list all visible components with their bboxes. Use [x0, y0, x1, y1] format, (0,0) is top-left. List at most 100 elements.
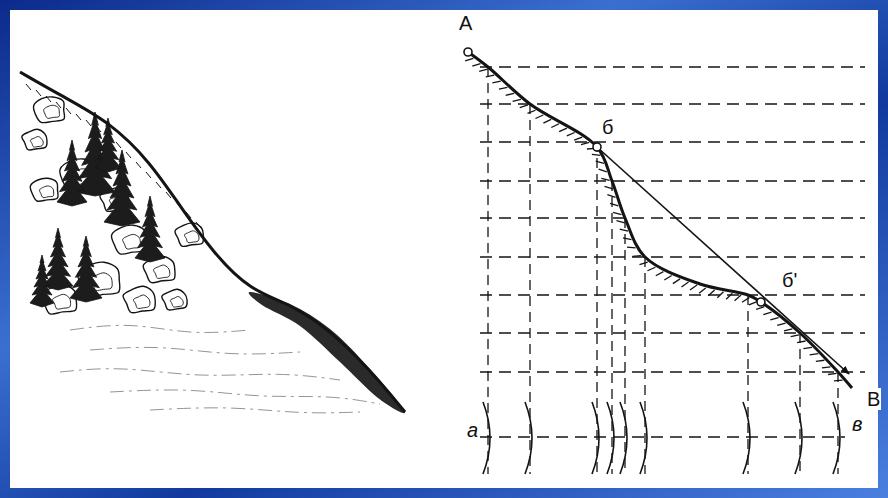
slope-grass: [176, 202, 181, 208]
ground-hatch: [601, 178, 609, 180]
ground-hatch: [803, 347, 811, 348]
ground-hatch: [756, 307, 764, 310]
ground-hatch: [543, 119, 551, 123]
bush-texture: [154, 265, 170, 278]
ground-hatch: [486, 75, 494, 77]
bush: [33, 97, 64, 123]
point-label: А: [458, 12, 473, 34]
slope-grass: [76, 114, 81, 120]
hatch-arc: [795, 402, 802, 474]
survey-point: [757, 298, 765, 306]
ground-hatch: [699, 288, 706, 293]
level-line: [480, 141, 865, 142]
bush-texture: [44, 105, 60, 118]
ground-hatch: [647, 267, 655, 270]
ground-hatch: [616, 221, 624, 223]
ground-hatch: [581, 142, 589, 144]
bush-texture: [40, 186, 54, 198]
hatch-arc: [607, 402, 614, 474]
level-line: [480, 103, 865, 104]
bush: [22, 129, 47, 150]
ground-hatch: [110, 390, 380, 404]
bush-texture: [30, 137, 43, 147]
ground-hatch: [492, 81, 500, 83]
ground-hatch: [150, 408, 360, 413]
bush-texture: [133, 295, 149, 308]
ground-hatch: [797, 341, 805, 343]
bush-texture: [170, 297, 183, 308]
level-line: [480, 217, 865, 218]
profile-diagram: [464, 48, 865, 474]
ground-hatch: [528, 110, 536, 113]
survey-point: [464, 48, 472, 56]
ground-hatch: [681, 282, 688, 287]
point-label: б': [781, 269, 798, 291]
hatch-arc: [525, 402, 532, 474]
terrain-profile: [468, 52, 852, 388]
slope-drawing: [20, 72, 405, 413]
slope-outline: [20, 72, 405, 412]
level-line: [480, 66, 865, 67]
slope-grass: [36, 90, 41, 96]
ground-hatch: [479, 69, 487, 71]
projection-line: [624, 218, 625, 474]
ground-hatch: [664, 275, 671, 279]
level-line: [480, 332, 865, 333]
hatch-arc: [483, 402, 490, 474]
slope-grass: [156, 182, 161, 188]
slope-grass: [186, 212, 191, 218]
slope-grass: [106, 132, 111, 138]
slope-grass: [126, 152, 131, 158]
ground-hatch: [567, 132, 575, 135]
spruce-tree: [95, 118, 121, 172]
ground-hatch: [599, 169, 607, 172]
bush: [30, 178, 58, 201]
ground-hatch: [535, 115, 543, 119]
point-label: в: [851, 413, 863, 435]
ground-hatch: [708, 290, 714, 296]
slope-grass: [136, 162, 141, 168]
slope-grass: [96, 126, 101, 132]
projection-line: [487, 67, 488, 474]
bush: [123, 286, 155, 313]
ground-hatch: [810, 354, 819, 355]
slope-grass: [146, 172, 151, 178]
hatch-arc: [743, 402, 750, 474]
ground-hatch: [690, 285, 697, 290]
bush-texture: [184, 231, 199, 243]
projection-line: [611, 181, 612, 474]
ground-hatch: [828, 373, 837, 374]
slope-grass: [86, 120, 91, 126]
ground-hatch: [465, 58, 473, 61]
slope-grass: [116, 142, 121, 148]
slope-grass: [46, 96, 51, 102]
point-label: б: [601, 116, 614, 138]
ground-hatch: [639, 262, 647, 264]
slope-grass: [56, 102, 61, 108]
hatch-arc: [620, 402, 627, 474]
ground-hatch: [770, 318, 778, 320]
white-panel: [10, 10, 878, 488]
level-line: [480, 371, 865, 372]
spruce-tree: [30, 255, 54, 307]
level-line: [480, 256, 865, 257]
base-line: [480, 436, 845, 437]
ground-hatch: [596, 161, 604, 163]
point-label: а: [466, 419, 479, 441]
hatch-arc: [592, 402, 599, 474]
ground-hatch: [673, 279, 680, 284]
bush: [162, 289, 187, 310]
ground-hatch: [610, 203, 618, 205]
ground-hatch: [656, 272, 664, 276]
survey-point: [593, 143, 601, 151]
ground-hatch: [513, 99, 521, 101]
ground-hatch: [605, 186, 613, 188]
ground-hatch: [749, 302, 757, 305]
level-line: [480, 294, 865, 295]
ground-hatch: [551, 124, 559, 128]
spruce-tree: [43, 228, 73, 290]
ground-hatch: [735, 295, 742, 301]
hatch-arc: [833, 402, 840, 474]
